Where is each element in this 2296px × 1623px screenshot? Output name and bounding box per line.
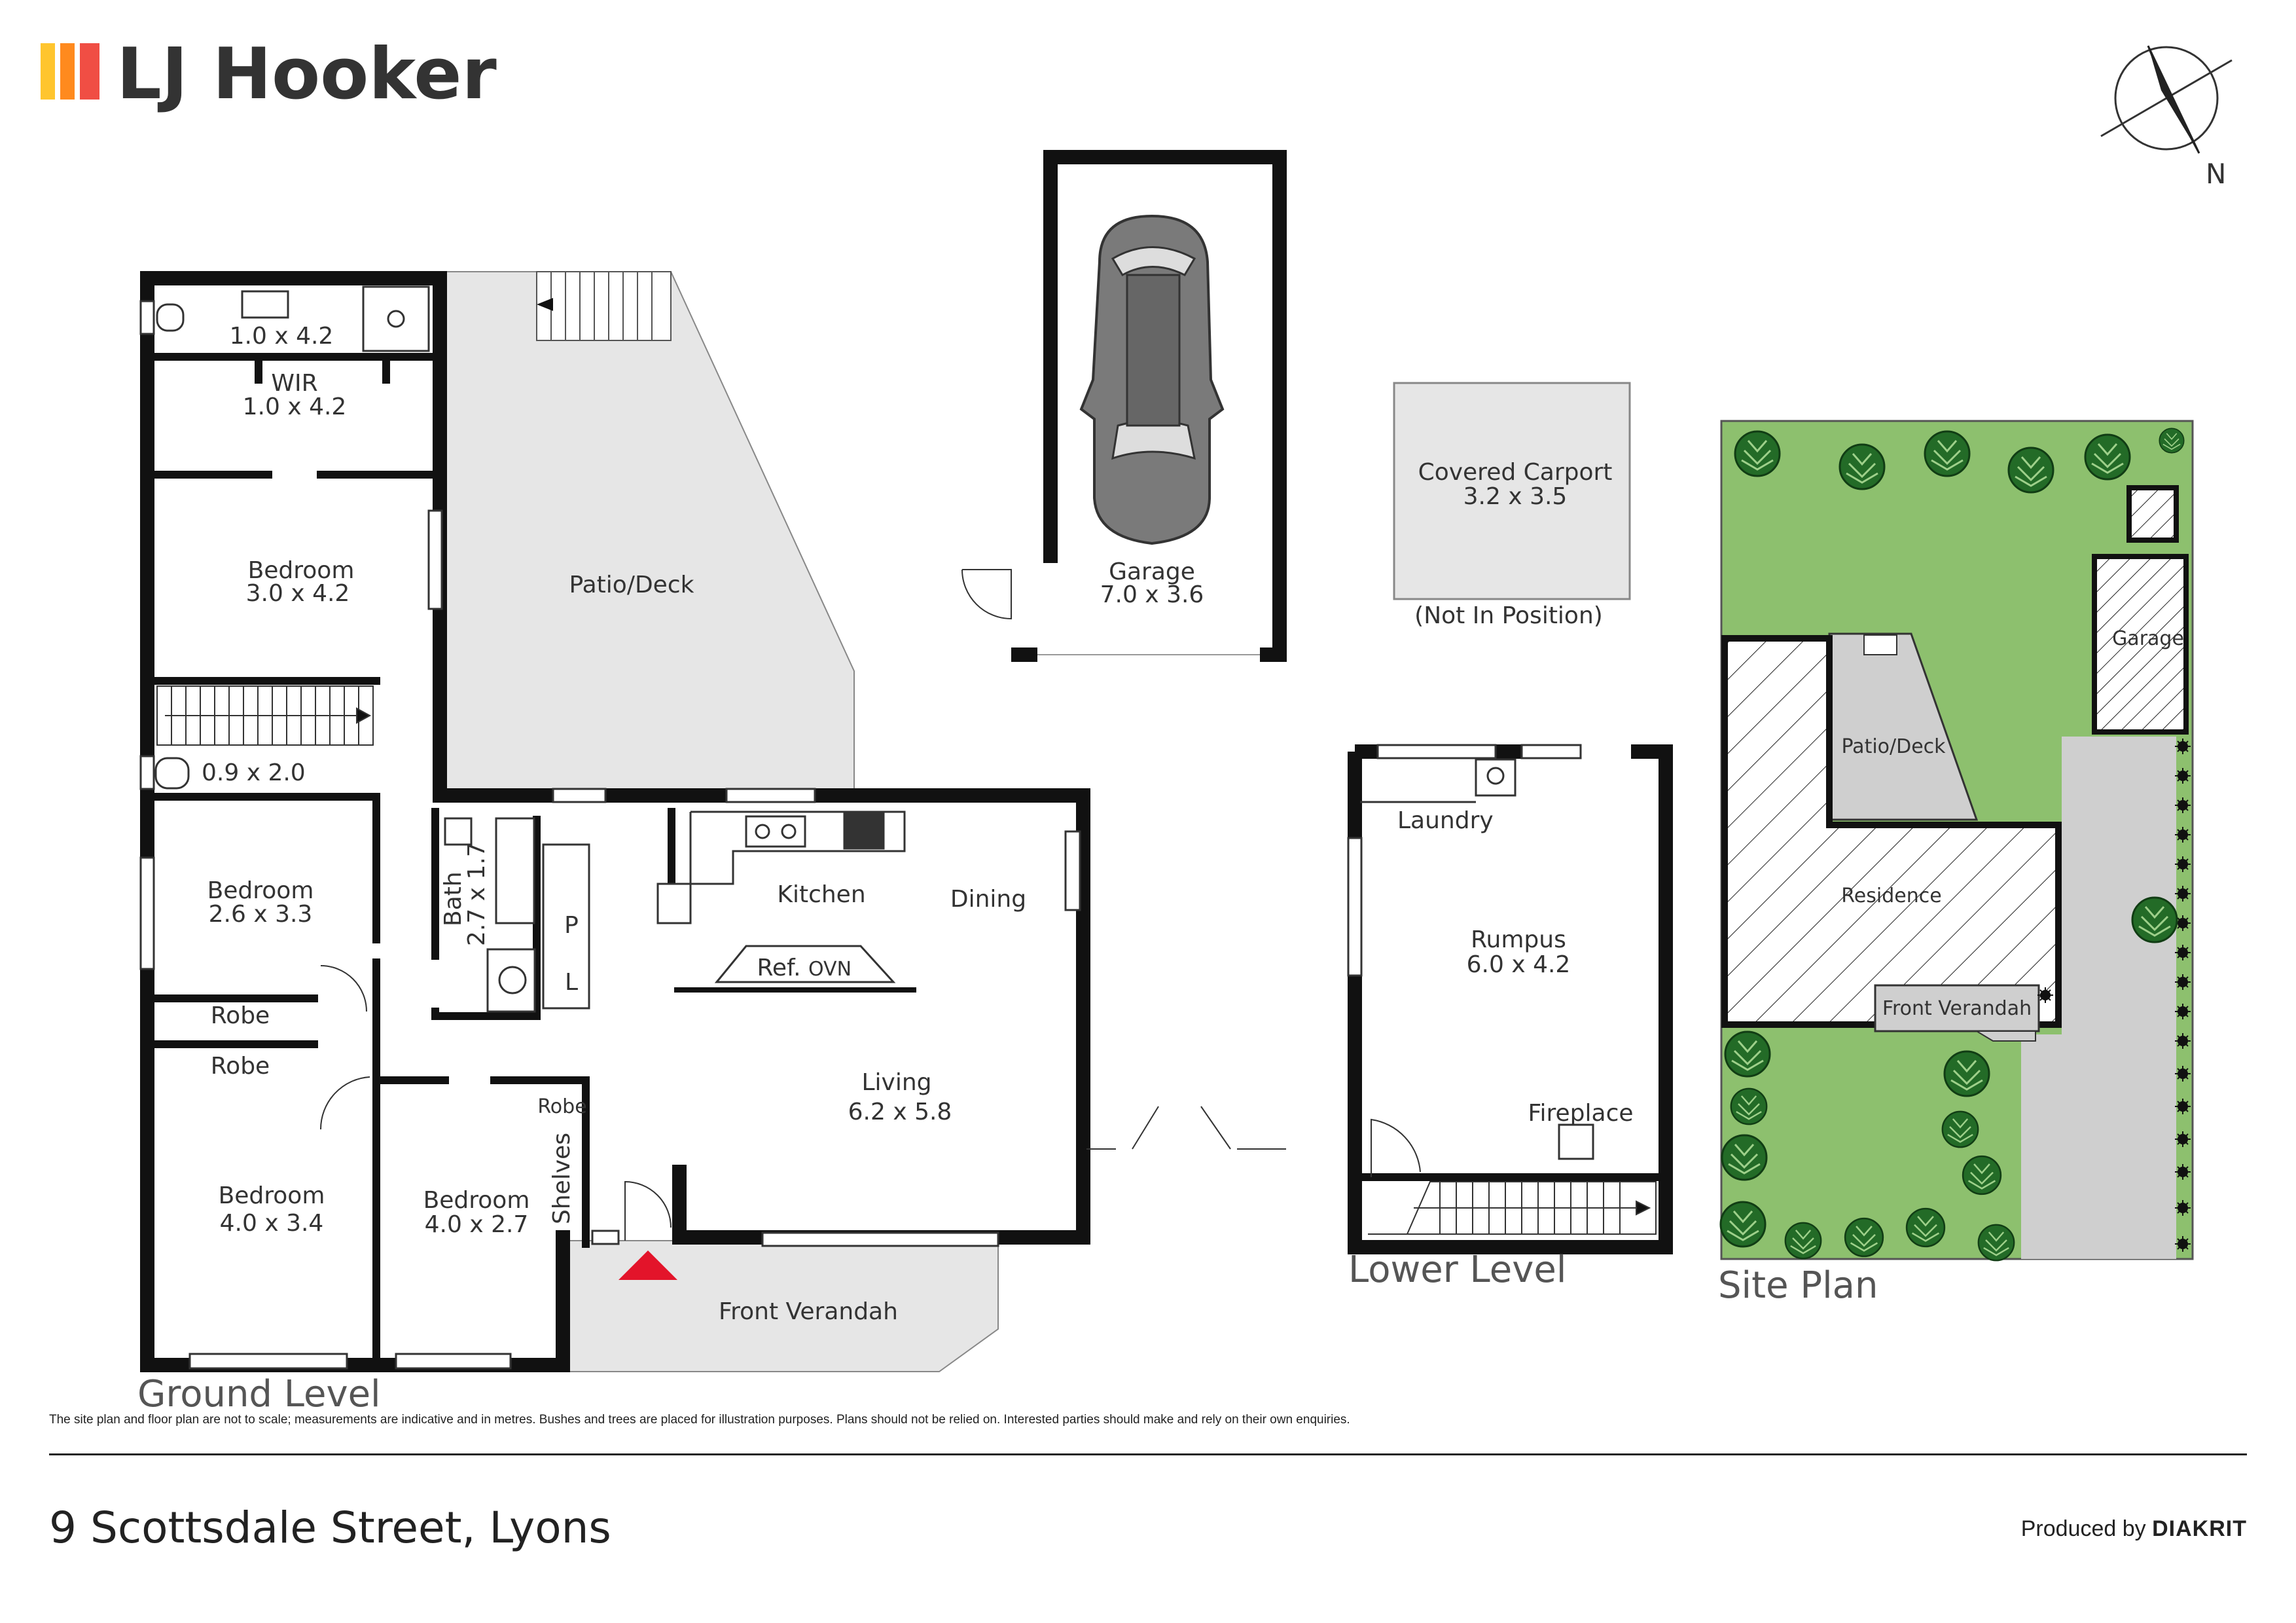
compass-north-label: N [2206,158,2226,190]
lower-level-title: Lower Level [1348,1249,1566,1291]
patio-deck-label: Patio/Deck [569,572,694,598]
pantry-label: P [564,912,579,939]
front-verandah-label: Front Verandah [719,1298,898,1325]
bedroom-3-name: Bedroom [219,1182,325,1209]
carport-note: (Not In Position) [1414,602,1603,629]
ensuite-size: 1.0 x 4.2 [230,323,334,350]
produced-by: Produced by DIAKRIT [2021,1516,2247,1542]
producer-name: DIAKRIT [2152,1516,2247,1541]
hall-stairs [156,685,374,746]
wir-name: WIR [271,370,317,397]
car-icon [1079,214,1225,545]
garage-name: Garage [1109,558,1195,585]
shelves-label: Shelves [548,1133,575,1224]
bath-size: 2.7 x 1.7 [463,842,490,946]
bedroom-1-size: 3.0 x 4.2 [246,580,350,607]
robe-small: Robe [537,1095,586,1118]
bedroom-3-size: 4.0 x 3.4 [220,1210,324,1237]
bedroom-4-name: Bedroom [423,1187,530,1214]
site-garage-label: Garage [2112,627,2184,650]
fireplace-label: Fireplace [1528,1100,1633,1127]
living-size: 6.2 x 5.8 [848,1099,952,1125]
carport-plan: Covered Carport 3.2 x 3.5 (Not In Positi… [1393,382,1631,629]
bath-name: Bath [440,871,467,926]
oven-label: OVN [808,958,852,981]
bedroom-1-name: Bedroom [248,557,355,584]
carport-name: Covered Carport [1418,459,1613,486]
deck-stairs [536,271,672,341]
brand-name: LJ Hooker [117,33,497,115]
entry-marker [619,1250,677,1280]
site-residence-label: Residence [1841,884,1941,907]
lj-hooker-logo: LJ Hooker [41,33,497,115]
footer-divider [49,1453,2247,1455]
lower-level-plan: Laundry Rumpus 6.0 x 4.2 Fireplace Lower… [1347,744,1673,1291]
lower-stairs [1368,1118,1657,1235]
site-patio-label: Patio/Deck [1841,735,1946,758]
wir-size: 1.0 x 4.2 [243,393,347,420]
produced-by-text: Produced by [2020,1516,2146,1541]
laundry-label: Laundry [1397,807,1494,834]
bedroom-2-size: 2.6 x 3.3 [209,901,313,928]
living-name: Living [861,1069,931,1096]
wc-size: 0.9 x 2.0 [202,759,306,786]
carport-size: 3.2 x 3.5 [1463,483,1568,510]
robe-2: Robe [211,1053,270,1080]
robe-1: Robe [211,1002,270,1029]
site-plan-title: Site Plan [1718,1264,1878,1307]
ground-level-plan: 1.0 x 4.2 WIR 1.0 x 4.2 Bedroom 3.0 x 4.… [137,271,1286,1415]
garage-plan: Garage 7.0 x 3.6 [961,150,1287,662]
garage-size: 7.0 x 3.6 [1100,581,1204,608]
ground-level-title: Ground Level [137,1373,381,1415]
linen-label: L [565,969,578,996]
rumpus-name: Rumpus [1471,926,1566,953]
property-address: 9 Scottsdale Street, Lyons [49,1503,611,1553]
site-verandah-label: Front Verandah [1882,997,2032,1020]
bedroom-2-name: Bedroom [207,877,314,904]
compass: N [2100,45,2233,190]
fridge-label: Ref. [757,955,800,981]
kitchen-label: Kitchen [777,881,865,908]
disclaimer: The site plan and floor plan are not to … [49,1413,1350,1427]
dining-label: Dining [950,886,1026,913]
site-plan: Garage Patio/Deck Residence Front Verand… [1718,420,2194,1307]
bedroom-4-size: 4.0 x 2.7 [425,1211,529,1238]
rumpus-size: 6.0 x 4.2 [1467,951,1571,978]
